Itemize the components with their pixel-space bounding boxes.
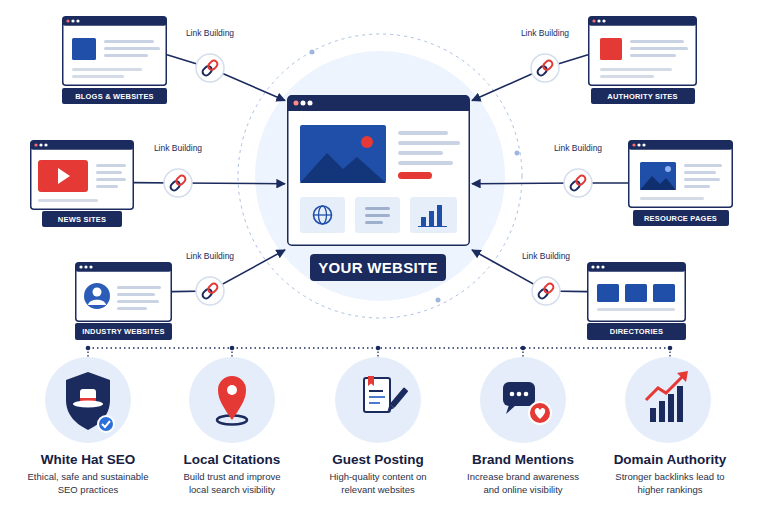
source-site: BLOGS & WEBSITES [62, 16, 167, 104]
benefit-title: Brand Mentions [448, 452, 598, 469]
chat-heart-icon [503, 382, 551, 424]
edge-label: Link Building [520, 28, 570, 38]
growth-chart-icon [646, 371, 688, 422]
benefit-title: White Hat SEO [13, 452, 163, 469]
benefit-item: Local CitationsBuild trust and improve l… [157, 357, 307, 502]
website-label: YOUR WEBSITE [310, 254, 446, 281]
link-arrow [472, 182, 628, 184]
site-label: INDUSTRY WEBSITES [75, 323, 172, 340]
benefit-title: Guest Posting [303, 452, 453, 469]
edge-label: Link Building [553, 143, 603, 153]
benefit-description: Stronger backlinks lead to higher rankin… [605, 470, 735, 496]
benefit-title: Local Citations [157, 452, 307, 469]
document-pen-icon [364, 376, 408, 413]
chain-icon [532, 277, 560, 305]
chain-icon [196, 54, 224, 82]
browser-window [63, 17, 167, 86]
benefit-item: Domain AuthorityStronger backlinks lead … [595, 357, 745, 502]
chain-icon [531, 54, 559, 82]
benefit-item: White Hat SEOEthical, safe and sustainab… [13, 357, 163, 502]
edge-label: Link Building [185, 28, 235, 38]
source-site: AUTHORITY SITES [588, 16, 697, 104]
chain-icon [164, 169, 192, 197]
benefit-description: High-quality content on relevant website… [313, 470, 443, 496]
browser-window [589, 17, 697, 86]
edge-label: Link Building [521, 251, 571, 261]
link-arrow [472, 55, 588, 101]
site-label: BLOGS & WEBSITES [62, 88, 167, 104]
benefit-description: Increase brand awareness and online visi… [463, 470, 583, 496]
source-site: INDUSTRY WEBSITES [75, 262, 172, 340]
browser-window [588, 263, 686, 322]
browser-window [31, 141, 134, 210]
site-label: AUTHORITY SITES [591, 88, 695, 104]
benefit-title: Domain Authority [595, 452, 745, 469]
site-label: RESOURCE PAGES [633, 210, 729, 226]
benefit-item: Guest PostingHigh-quality content on rel… [303, 357, 453, 502]
website-window [288, 96, 470, 246]
chain-icon [196, 277, 224, 305]
benefit-description: Build trust and improve local search vis… [175, 470, 290, 496]
browser-window [629, 141, 733, 208]
link-arrow [167, 55, 285, 101]
benefit-item: Brand MentionsIncrease brand awareness a… [448, 357, 598, 502]
benefit-description: Ethical, safe and sustainable SEO practi… [19, 470, 157, 496]
site-label: NEWS SITES [42, 211, 122, 227]
dotted-bracket [86, 346, 673, 357]
location-pin-icon [217, 376, 247, 425]
center-halo [238, 34, 522, 318]
link-arrow [472, 250, 587, 292]
link-arrow [134, 183, 285, 184]
icon-circle [45, 357, 711, 443]
source-site: RESOURCE PAGES [628, 140, 733, 226]
site-label: DIRECTORIES [587, 323, 686, 340]
shield-hat-icon [66, 372, 114, 432]
edge-label: Link Building [153, 143, 203, 153]
source-site: NEWS SITES [30, 140, 134, 227]
link-arrow [172, 250, 285, 292]
target-website: YOUR WEBSITE [285, 93, 472, 282]
edge-label: Link Building [185, 251, 235, 261]
chain-icon [564, 169, 592, 197]
browser-window [76, 263, 172, 322]
source-site: DIRECTORIES [587, 262, 686, 340]
